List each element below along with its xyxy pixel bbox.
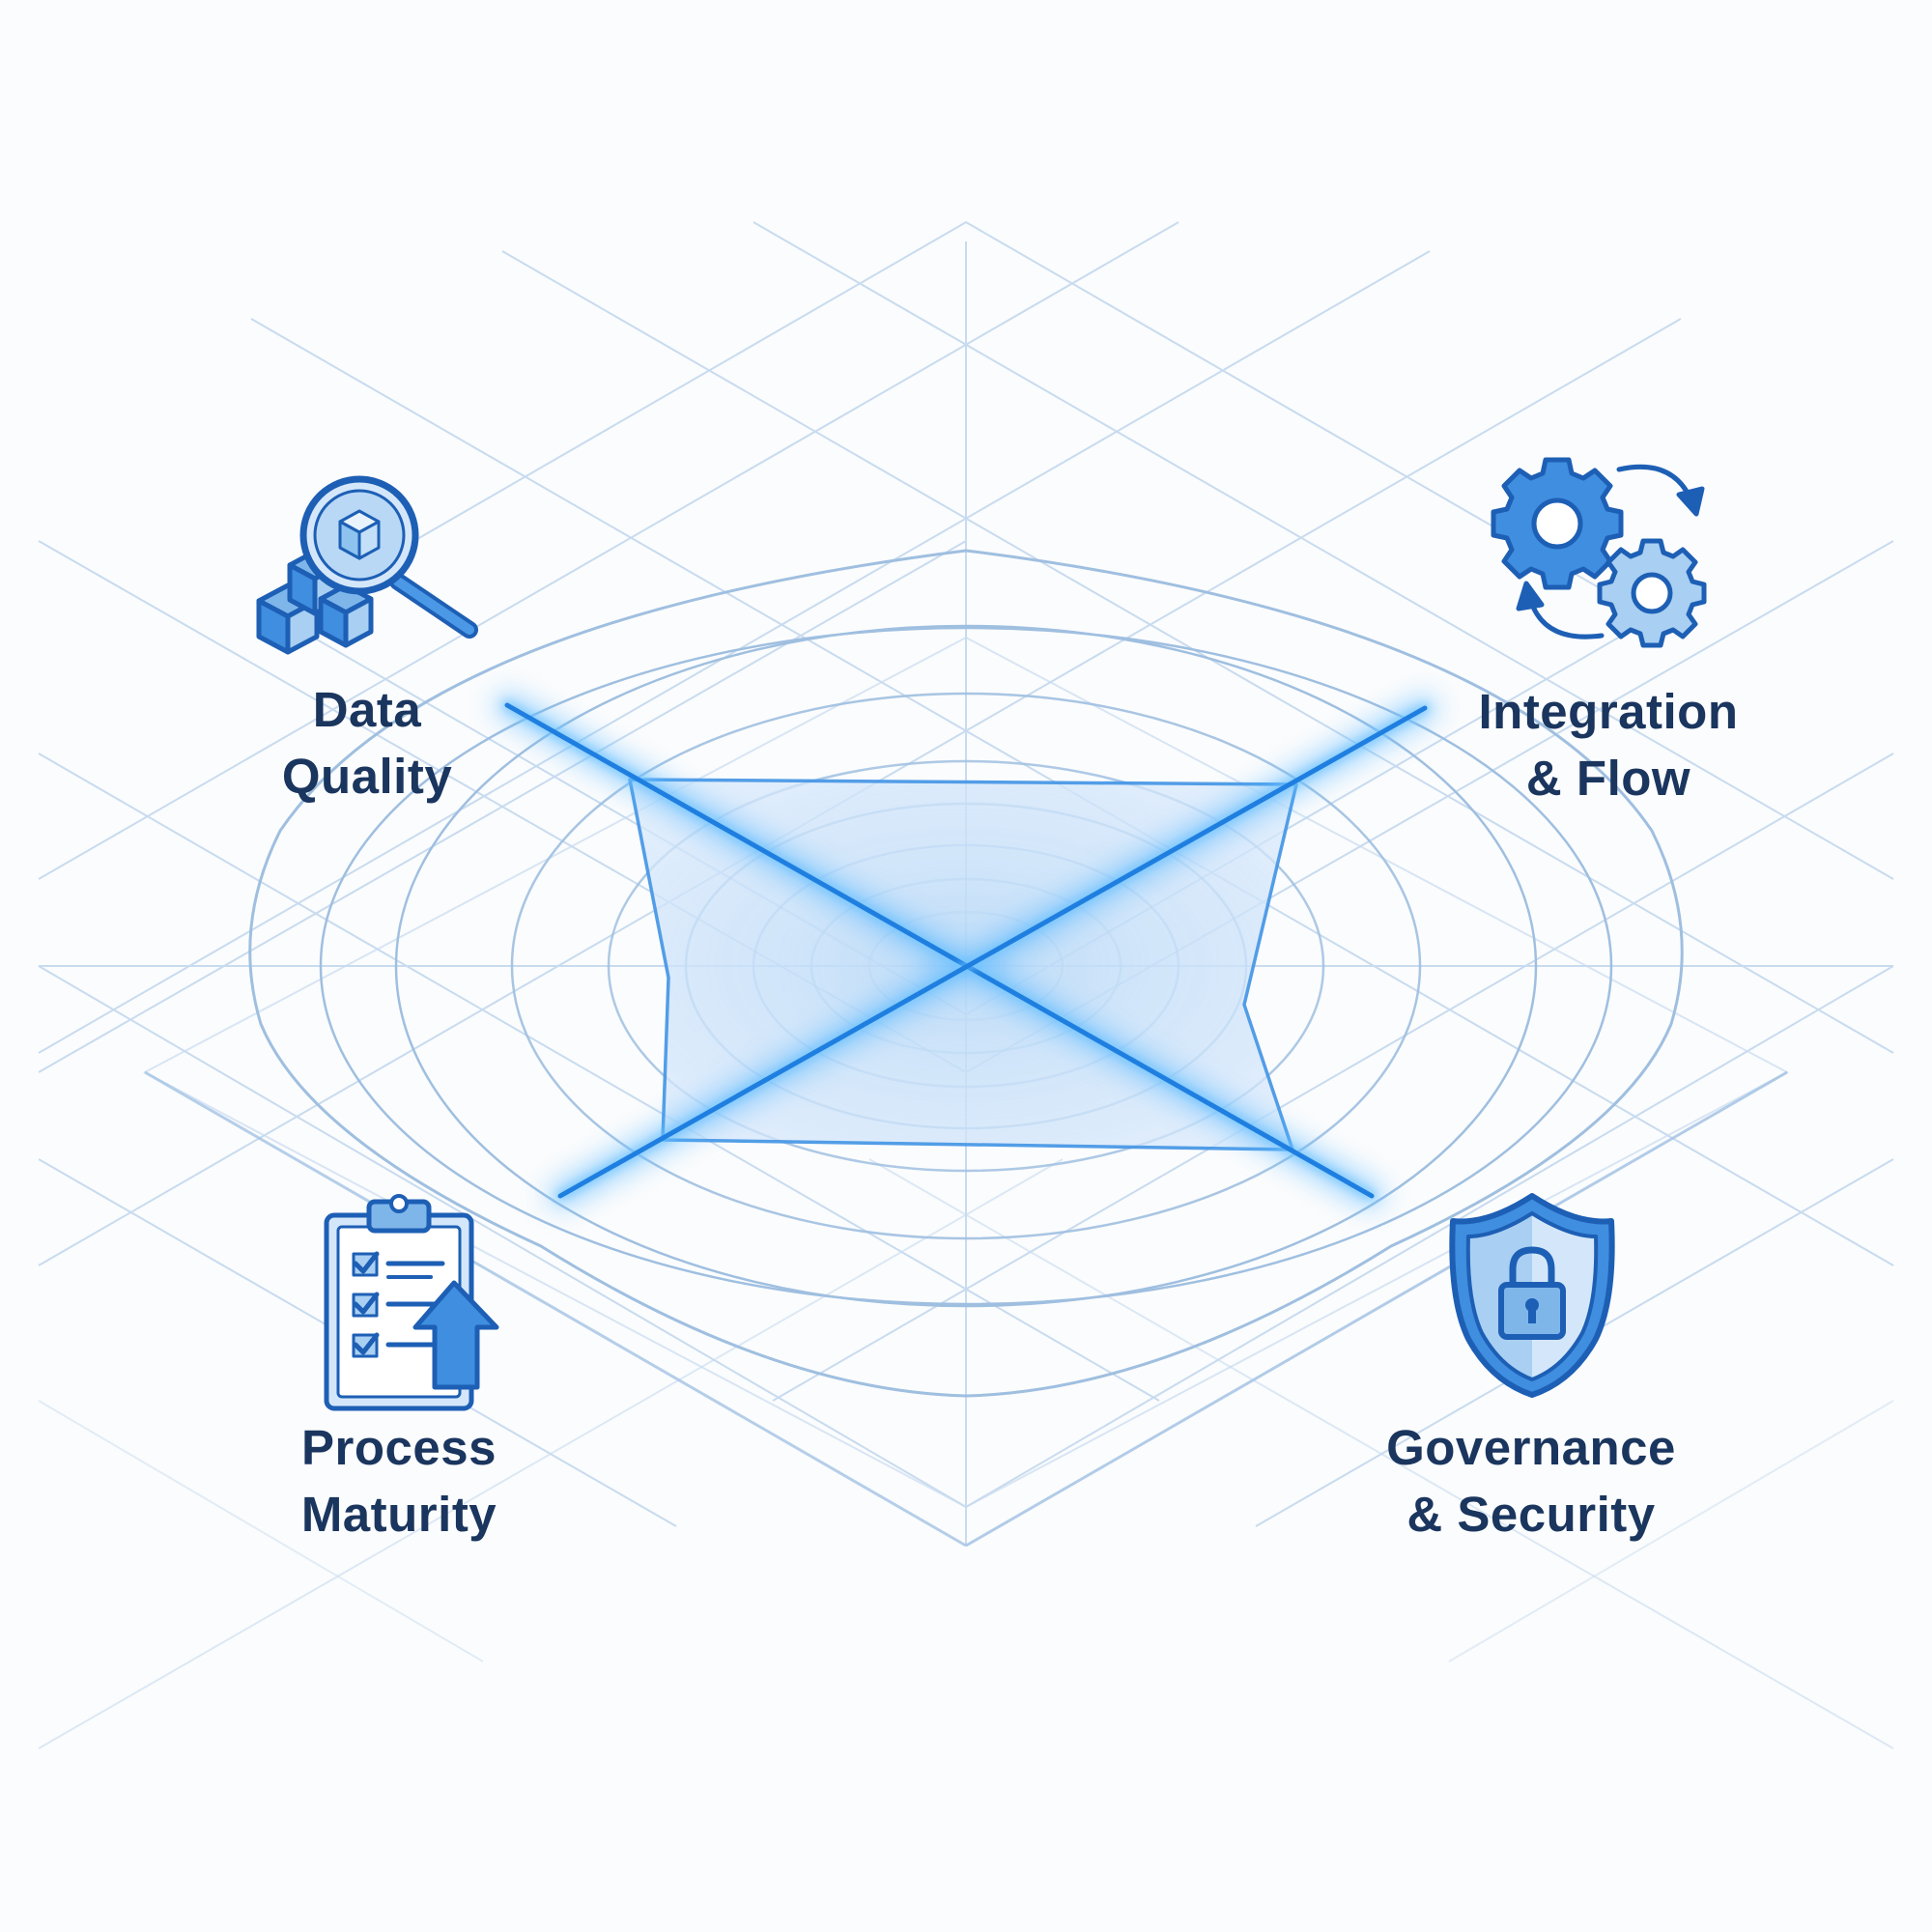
label-data-quality-line1: Data <box>312 682 422 737</box>
label-governance-security-line1: Governance <box>1386 1420 1676 1475</box>
label-integration-flow-line1: Integration <box>1478 684 1739 739</box>
shield-lock-icon <box>1449 1193 1615 1398</box>
magnifier-cubes-icon <box>256 475 478 655</box>
label-governance-security-line2: & Security <box>1406 1487 1656 1542</box>
gears-cycle-icon <box>1491 457 1707 648</box>
label-process-maturity: Process Maturity <box>259 1414 539 1548</box>
label-integration-flow: Integration & Flow <box>1449 678 1768 811</box>
label-integration-flow-line2: & Flow <box>1525 751 1691 806</box>
label-data-quality: Data Quality <box>242 676 493 810</box>
clipboard-checklist-icon <box>324 1194 499 1411</box>
label-governance-security: Governance & Security <box>1362 1414 1700 1548</box>
label-process-maturity-line1: Process <box>301 1420 497 1475</box>
label-process-maturity-line2: Maturity <box>300 1487 497 1542</box>
axis-lines <box>502 700 1430 1201</box>
label-data-quality-line2: Quality <box>281 749 453 804</box>
